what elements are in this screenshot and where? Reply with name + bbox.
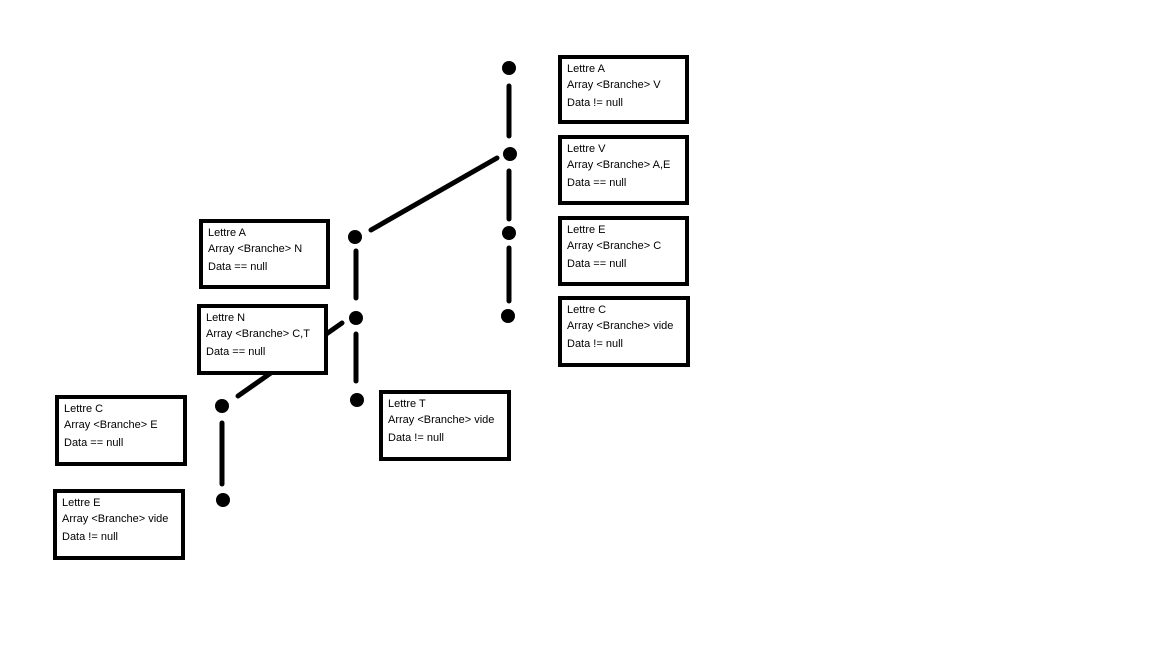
node-letter: Lettre E xyxy=(567,224,606,236)
node-box: Lettre V Array <Branche> A,E Data == nul… xyxy=(558,135,689,205)
node-box: Lettre T Array <Branche> vide Data != nu… xyxy=(379,390,511,461)
node-box: Lettre A Array <Branche> N Data == null xyxy=(199,219,330,289)
node-letter: Lettre E xyxy=(62,497,101,509)
node-box: Lettre C Array <Branche> vide Data != nu… xyxy=(558,296,690,367)
node-box: Lettre E Array <Branche> C Data == null xyxy=(558,216,689,286)
node-letter: Lettre V xyxy=(567,143,606,155)
node-letter: Lettre C xyxy=(567,304,607,316)
node-box: Lettre N Array <Branche> C,T Data == nul… xyxy=(197,304,328,375)
node-box: Lettre C Array <Branche> E Data == null xyxy=(55,395,187,466)
node-dot-c xyxy=(501,309,515,323)
node-array: Array <Branche> vide xyxy=(388,414,495,426)
node-letter: Lettre A xyxy=(567,63,605,75)
node-letter: Lettre N xyxy=(206,312,246,324)
node-data: Data != null xyxy=(62,531,118,543)
node-array: Array <Branche> C xyxy=(567,240,662,252)
node-dot-v xyxy=(503,147,517,161)
node-array: Array <Branche> V xyxy=(567,79,661,91)
node-data: Data == null xyxy=(64,437,124,449)
node-letter: Lettre T xyxy=(388,398,426,410)
node-array: Array <Branche> E xyxy=(64,419,158,431)
node-dot-a xyxy=(502,61,516,75)
node-letter: Lettre C xyxy=(64,403,104,415)
node-dot-e xyxy=(502,226,516,240)
node-dot-e2 xyxy=(216,493,230,507)
node-array: Array <Branche> vide xyxy=(62,513,169,525)
node-data: Data == null xyxy=(567,177,627,189)
edge-v-a2 xyxy=(368,155,500,233)
node-array: Array <Branche> N xyxy=(208,243,303,255)
node-dot-n xyxy=(349,311,363,325)
node-dot-c2 xyxy=(215,399,229,413)
node-data: Data != null xyxy=(388,432,444,444)
node-data: Data != null xyxy=(567,338,623,350)
node-box: Lettre A Array <Branche> V Data != null xyxy=(558,55,689,124)
node-box: Lettre E Array <Branche> vide Data != nu… xyxy=(53,489,185,560)
node-data: Data == null xyxy=(208,261,268,273)
node-letter: Lettre A xyxy=(208,227,246,239)
node-data: Data == null xyxy=(206,346,266,358)
node-data: Data == null xyxy=(567,258,627,270)
node-data: Data != null xyxy=(567,97,623,109)
node-array: Array <Branche> C,T xyxy=(206,328,310,340)
node-array: Array <Branche> A,E xyxy=(567,159,671,171)
node-dot-t xyxy=(350,393,364,407)
node-dot-a2 xyxy=(348,230,362,244)
node-array: Array <Branche> vide xyxy=(567,320,674,332)
